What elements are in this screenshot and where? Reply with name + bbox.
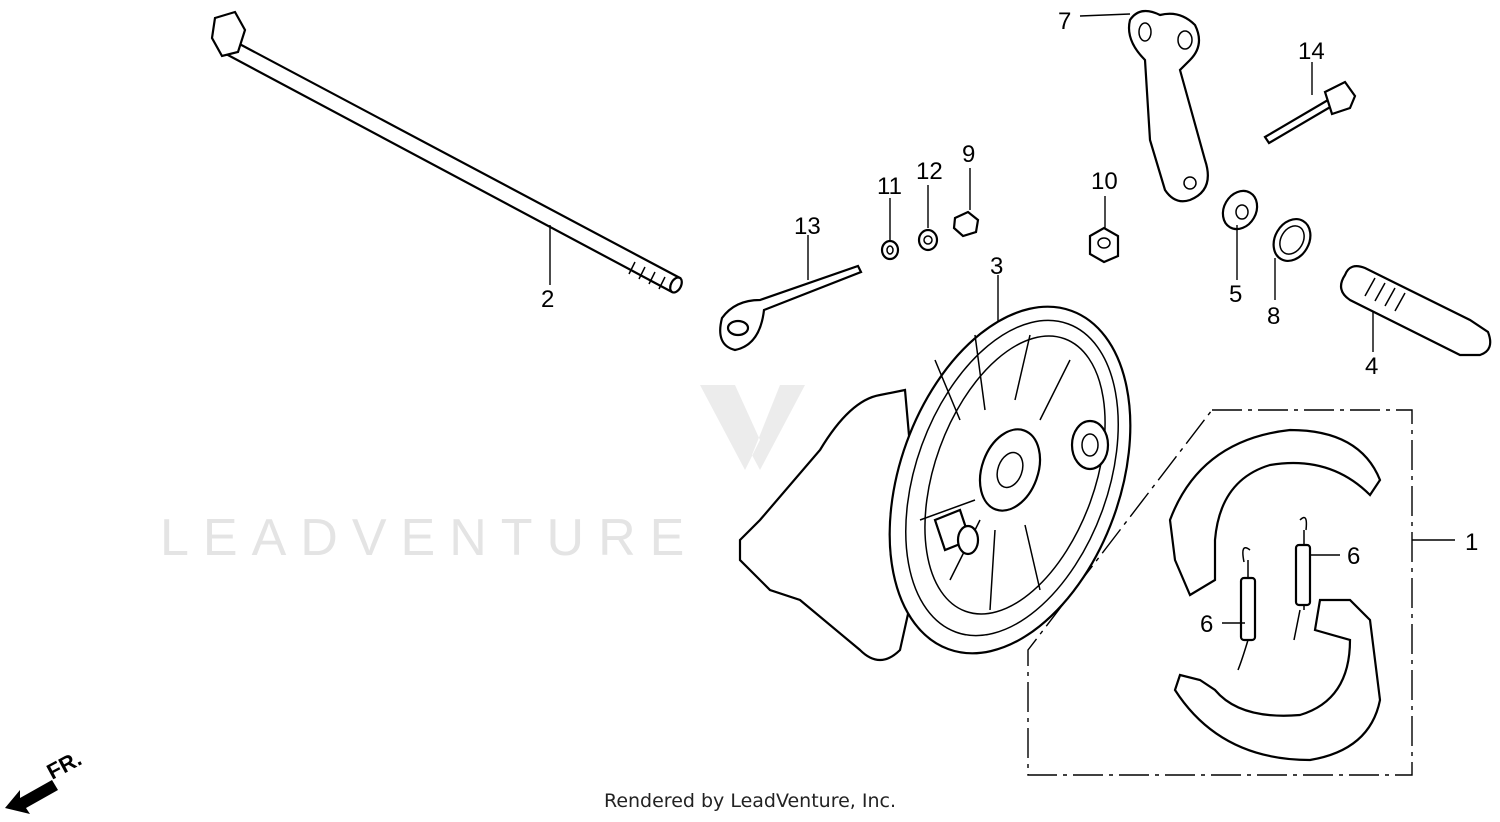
front-direction-arrow-icon [5, 780, 58, 814]
callout-2: 2 [541, 286, 554, 313]
callout-10: 10 [1091, 168, 1118, 195]
part-bolt-14 [1263, 80, 1357, 145]
callout-14: 14 [1298, 38, 1325, 65]
callout-7: 7 [1058, 8, 1071, 35]
callout-11: 11 [877, 173, 902, 200]
callout-5: 5 [1229, 281, 1242, 308]
watermark-text: LEADVENTURE [160, 509, 698, 567]
part-axle [210, 10, 683, 294]
callout-6b: 6 [1200, 611, 1213, 638]
callout-13: 13 [794, 213, 821, 240]
watermark-logo [700, 385, 805, 470]
part-washer-12 [917, 228, 939, 252]
front-direction-label: FR. [43, 746, 86, 785]
part-brake-arm [1127, 9, 1209, 203]
part-brake-cam [1339, 265, 1492, 357]
part-brake-panel [738, 305, 1132, 662]
part-nut-9 [952, 210, 980, 238]
callout-3: 3 [990, 253, 1003, 280]
leader-lines [549, 13, 1374, 624]
part-dust-seal [1272, 218, 1312, 262]
part-nut-10 [1088, 226, 1120, 264]
callout-12: 12 [916, 158, 943, 185]
callout-6a: 6 [1347, 543, 1360, 570]
callout-4: 4 [1365, 353, 1378, 380]
part-adjuster-bolt [719, 264, 863, 352]
part-springs [1237, 516, 1312, 671]
part-brake-shoes [1168, 428, 1382, 762]
callout-1: 1 [1465, 529, 1478, 556]
part-indicator-plate [1221, 189, 1259, 231]
callout-8: 8 [1267, 303, 1280, 330]
footer-credit: Rendered by LeadVenture, Inc. [603, 790, 897, 812]
callout-9: 9 [962, 141, 975, 168]
part-washer-11 [880, 239, 900, 261]
